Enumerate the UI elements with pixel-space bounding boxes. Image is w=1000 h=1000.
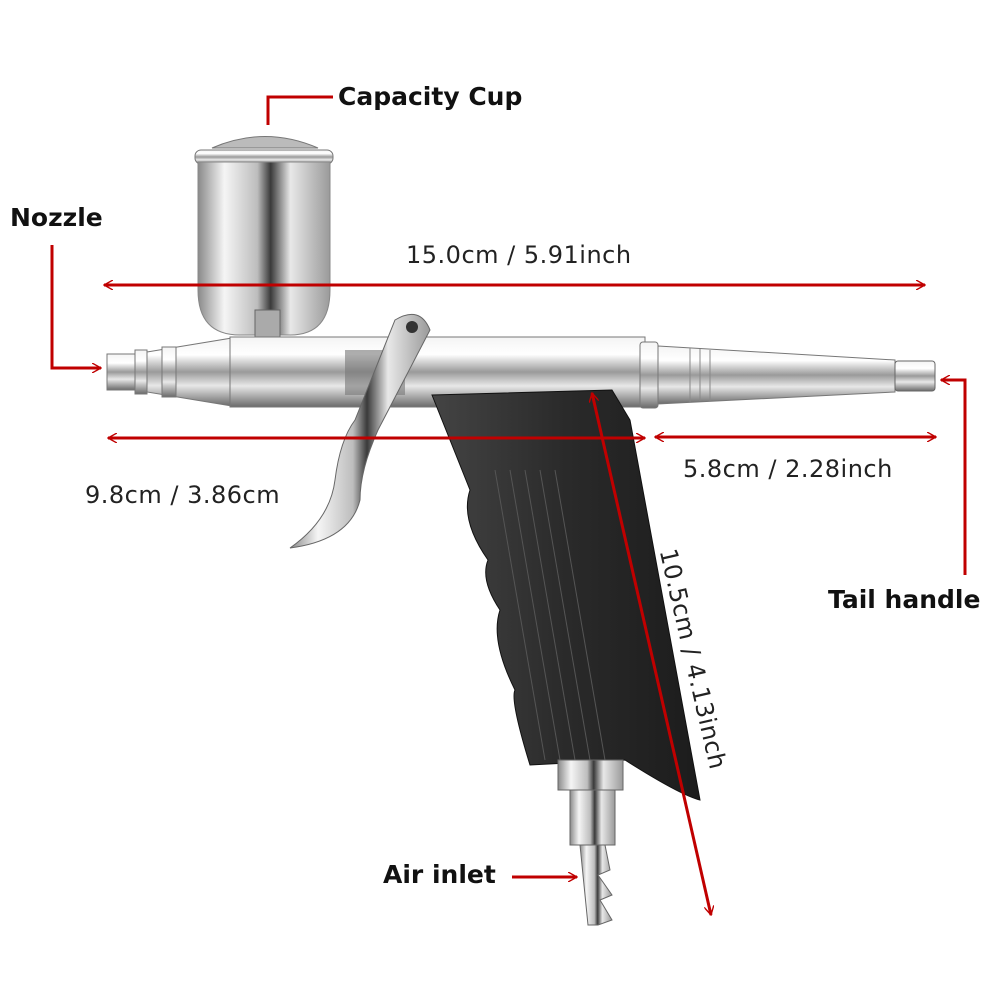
handle-height-arrow xyxy=(592,393,711,915)
handle-grip xyxy=(431,389,701,801)
label-tail-handle: Tail handle xyxy=(828,585,981,614)
air-inlet-fitting xyxy=(557,759,624,926)
tail-handle-leader xyxy=(941,380,967,575)
dimension-tail-length: 5.8cm / 2.28inch xyxy=(683,455,893,483)
nozzle-leader xyxy=(50,245,101,368)
trigger xyxy=(289,313,431,549)
dimension-front-length: 9.8cm / 3.86cm xyxy=(85,481,281,509)
annotations xyxy=(50,95,967,915)
label-air-inlet: Air inlet xyxy=(383,860,496,889)
capacity-cup-leader xyxy=(266,95,333,125)
nozzle xyxy=(106,353,136,391)
dimension-total-length: 15.0cm / 5.91inch xyxy=(406,241,632,269)
capacity-cup xyxy=(194,136,334,341)
tail-handle xyxy=(657,345,896,405)
label-nozzle: Nozzle xyxy=(10,203,103,232)
label-capacity-cup: Capacity Cup xyxy=(338,82,523,111)
